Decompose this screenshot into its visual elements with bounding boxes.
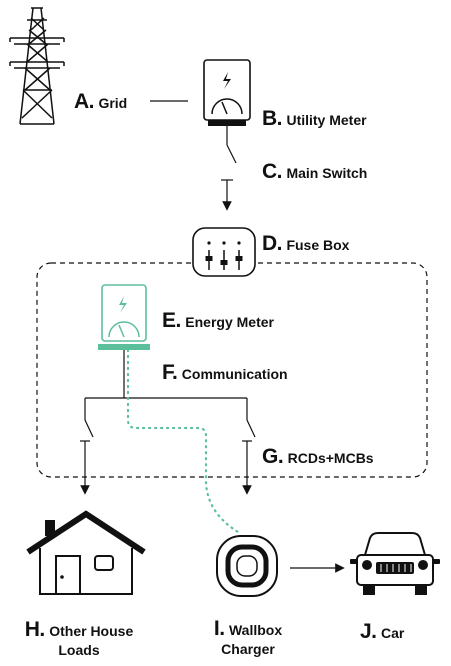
fuse-box-icon <box>192 227 256 277</box>
label-utility-meter: B. Utility Meter <box>262 107 367 131</box>
label-wallbox-charger-name-line2: Charger <box>221 641 275 657</box>
label-grid: A. Grid <box>74 90 127 114</box>
label-communication-name: Communication <box>181 366 288 382</box>
label-house-loads-letter: H. <box>24 618 46 641</box>
label-wallbox-charger-letter: I. <box>213 617 225 640</box>
label-rcds-mcbs: G. RCDs+MCBs <box>262 445 374 469</box>
label-wallbox-charger: I. Wallbox Charger <box>196 617 300 658</box>
label-fuse-box-letter: D. <box>262 232 283 255</box>
label-utility-meter-letter: B. <box>262 107 283 130</box>
label-utility-meter-name: Utility Meter <box>286 112 367 128</box>
label-car-letter: J. <box>360 620 377 643</box>
communication-link <box>126 348 240 534</box>
label-car: J. Car <box>360 620 404 644</box>
label-communication: F. Communication <box>162 361 288 385</box>
main-switch-icon <box>221 126 237 211</box>
label-rcds-mcbs-letter: G. <box>262 445 284 468</box>
label-house-loads: H. Other House Loads <box>4 618 154 659</box>
label-main-switch-letter: C. <box>262 160 283 183</box>
energy-meter-icon <box>98 284 150 350</box>
car-icon <box>350 532 440 595</box>
label-energy-meter: E. Energy Meter <box>162 309 274 333</box>
label-fuse-box-name: Fuse Box <box>286 237 350 253</box>
label-wallbox-charger-name-line1: Wallbox <box>228 622 283 638</box>
label-grid-name: Grid <box>98 95 128 111</box>
label-house-loads-name-line2: Loads <box>58 642 100 658</box>
label-house-loads-name-line1: Other House <box>49 623 134 639</box>
label-energy-meter-letter: E. <box>162 309 181 332</box>
wallbox-charger-icon <box>216 535 278 597</box>
label-main-switch-name: Main Switch <box>286 165 368 181</box>
label-main-switch: C. Main Switch <box>262 160 367 184</box>
transmission-tower-icon <box>9 7 65 125</box>
label-fuse-box: D. Fuse Box <box>262 232 349 256</box>
label-car-name: Car <box>380 625 405 641</box>
label-communication-letter: F. <box>162 361 178 384</box>
label-grid-letter: A. <box>74 90 95 113</box>
distribution-lines <box>80 350 256 495</box>
utility-meter-icon <box>203 59 251 126</box>
house-icon <box>26 510 146 595</box>
label-rcds-mcbs-name: RCDs+MCBs <box>287 450 374 466</box>
label-energy-meter-name: Energy Meter <box>185 314 274 330</box>
